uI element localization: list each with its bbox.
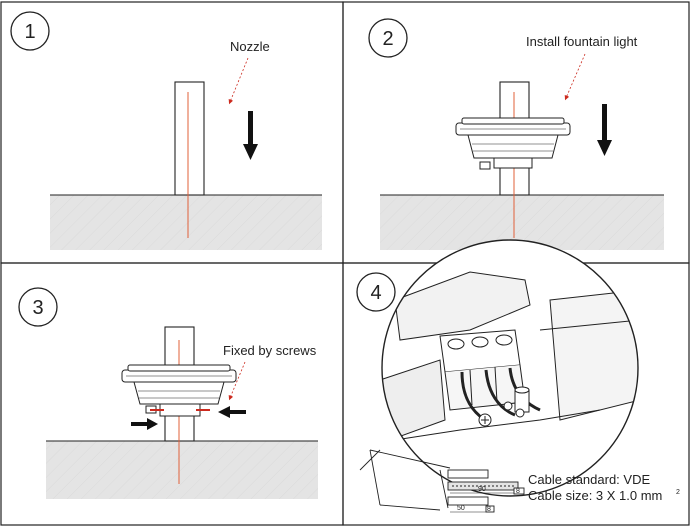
step-2-number: 2: [382, 28, 393, 50]
cable-size-text: Cable size: 3 X 1.0 mm: [528, 488, 662, 503]
right-arrow-3: [131, 418, 158, 430]
fixed-by-screws-label: Fixed by screws: [223, 343, 317, 358]
dim-90: 90: [478, 486, 486, 493]
fountain-light-3: [121, 364, 237, 417]
ground-1: [50, 195, 322, 250]
step-3-circle: [18, 287, 58, 327]
step-2-circle: [368, 18, 408, 58]
cable-standard-text: Cable standard: VDE: [528, 472, 650, 487]
nozzle-pipe: [174, 81, 205, 196]
step-1-circle: [10, 11, 50, 51]
step-3-number: 3: [32, 297, 43, 319]
nozzle-pointer: [228, 57, 249, 105]
step-1-number: 1: [24, 21, 35, 43]
ground-3: [46, 441, 318, 499]
dim-50: 50: [457, 505, 465, 512]
dim-mark-1: 8: [516, 488, 520, 495]
down-arrow-1: [243, 111, 258, 160]
dim-mark-2: 8: [487, 506, 491, 513]
screws-pointer: [228, 361, 246, 401]
left-arrow-3: [218, 406, 246, 418]
down-arrow-2: [597, 104, 612, 156]
panel-1: 1 Nozzle: [10, 11, 322, 250]
cable-drawing: [359, 449, 525, 513]
panel-2: 2 Install fountain light: [368, 18, 664, 250]
fountain-light-2: [455, 117, 571, 170]
step-4-number: 4: [370, 282, 381, 304]
cable-size-superscript: 2: [676, 489, 680, 496]
step-4-circle: [356, 272, 396, 312]
nozzle-label: Nozzle: [230, 39, 270, 54]
install-light-pointer: [564, 53, 586, 101]
panel-3: 3 Fixed by screws: [18, 287, 318, 499]
install-light-label: Install fountain light: [526, 34, 638, 49]
terminal-zoom-view: [382, 240, 638, 496]
panel-4: 4: [356, 239, 680, 513]
zoom-circle-outline: [381, 239, 639, 497]
